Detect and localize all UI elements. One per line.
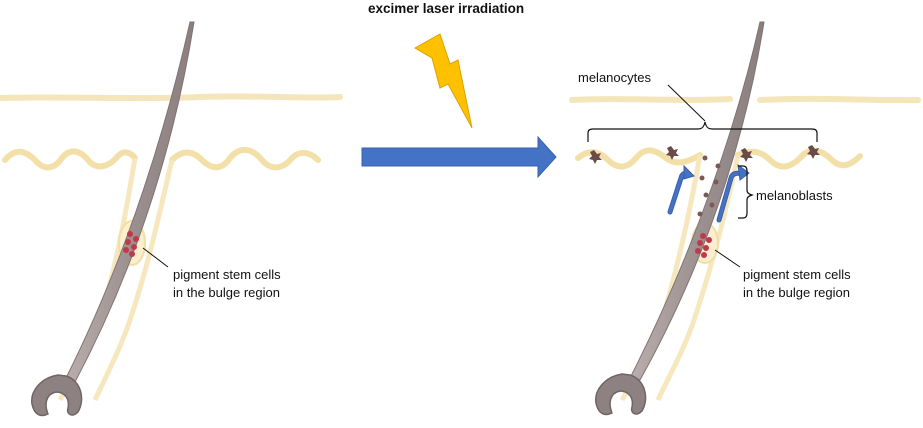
melanocytes-label: melanocytes — [578, 70, 651, 85]
right-stem-cell-leader — [714, 249, 741, 268]
melanocyte-4 — [807, 145, 820, 159]
melanocyte-cells — [589, 145, 820, 164]
melanoblasts-bracket — [738, 165, 754, 219]
melanocyte-3 — [740, 148, 753, 162]
right-skin-section — [569, 21, 921, 416]
left-epidermis-line — [0, 93, 343, 102]
melanoblasts-label: melanoblasts — [756, 188, 833, 203]
left-stem-cell-label-line2: in the bulge region — [173, 285, 280, 300]
left-stem-cell-label-line1: pigment stem cells — [173, 267, 281, 282]
right-stem-cell-label-line2: in the bulge region — [743, 285, 850, 300]
left-hair-shaft — [65, 21, 195, 383]
right-epidermis-line — [569, 95, 921, 104]
left-skin-section — [0, 21, 343, 417]
process-arrow — [361, 135, 557, 179]
right-pigment-stem-cells — [695, 233, 712, 258]
melanocytes-brace — [587, 121, 818, 142]
melanocyte-2 — [666, 146, 679, 160]
left-pigment-stem-cells — [123, 231, 139, 257]
migration-arrow-right — [716, 163, 750, 223]
melanocytes-leader — [667, 84, 706, 122]
left-basement-membrane — [2, 147, 321, 171]
left-hair-bulb — [31, 374, 83, 417]
left-stem-cell-leader — [142, 247, 169, 268]
right-stem-cell-label-line1: pigment stem cells — [743, 267, 851, 282]
lightning-bolt-icon — [413, 33, 473, 129]
melanoblast-cells — [697, 155, 721, 217]
melanocyte-1 — [589, 150, 602, 164]
right-hair-bulb — [595, 373, 647, 416]
diagram-title: excimer laser irradiation — [368, 1, 525, 16]
migration-arrow-left — [667, 164, 695, 215]
